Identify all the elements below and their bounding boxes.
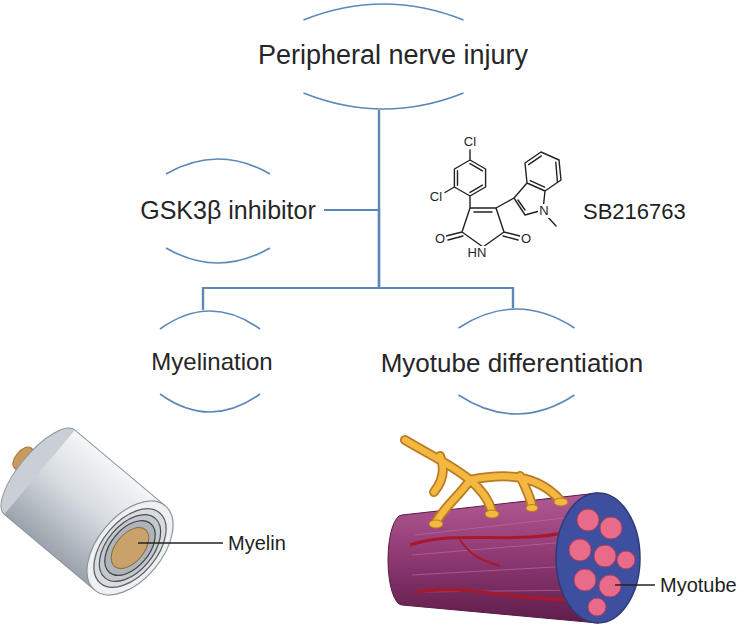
compound-name: SB216763 [583,200,686,224]
connector-line [324,210,513,308]
atom-label: N [538,204,549,218]
double-bonds [448,156,557,240]
nerve-outline [405,440,560,522]
atom-label: Cl [429,190,443,204]
chemical-structure [445,150,561,247]
atom-label: O [520,232,532,246]
part-label: Myelin [228,532,286,554]
end-plate [485,510,499,518]
blood-vessel [460,540,500,566]
topic-node: GSK3β inhibitor [132,158,324,264]
sheath-edge [4,514,94,590]
part-label: Myotube [660,574,737,596]
atom-label: O [434,232,446,246]
end-plate [526,505,538,512]
muscle-face [556,493,640,623]
bracket-arc [458,309,574,328]
topic-node: Peripheral nerve injury [250,3,537,110]
topic-node: Myelination [143,310,281,413]
bracket-arc [458,395,574,414]
atom-label: HN [467,246,488,260]
bracket-arc [303,93,463,109]
node-title: Myotube differentiation [373,349,652,379]
end-plate [429,520,443,528]
bracket-arc [303,4,463,20]
myofibril [588,598,606,616]
sheath-edge [75,430,165,506]
myofibril [574,569,596,591]
myofibril [569,539,591,561]
myelin-illustration [0,411,190,610]
myelin-ring [95,511,165,584]
node-title: Peripheral nerve injury [250,40,537,71]
bracket-arc [160,394,260,412]
myofibril [594,545,616,567]
nerve-branches [405,440,568,528]
atom-label: Cl [463,135,477,149]
blood-vessel [415,590,586,600]
connector-line [379,110,513,308]
node-title: GSK3β inhibitor [132,196,324,225]
bracket-arc [166,159,270,174]
sheath-face [70,485,190,610]
connector-line [203,210,379,310]
leader-line [138,542,223,543]
nerve-fill [405,440,560,522]
myofibril [600,517,622,539]
axon-section [104,521,156,576]
myofibril [617,551,635,569]
node-title: Myelination [143,348,281,376]
leader-line [615,584,655,585]
single-bonds [445,150,561,247]
myelin-ring [87,503,172,592]
myelin-ring [80,495,181,600]
bracket-arc [160,311,260,329]
myofibril [599,575,621,597]
blood-vessel [410,528,582,545]
bracket-arc [166,248,270,263]
end-plate [554,498,568,506]
myofibril [577,509,599,531]
myotube-illustration [388,440,640,623]
topic-node: Myotube differentiation [373,308,652,415]
